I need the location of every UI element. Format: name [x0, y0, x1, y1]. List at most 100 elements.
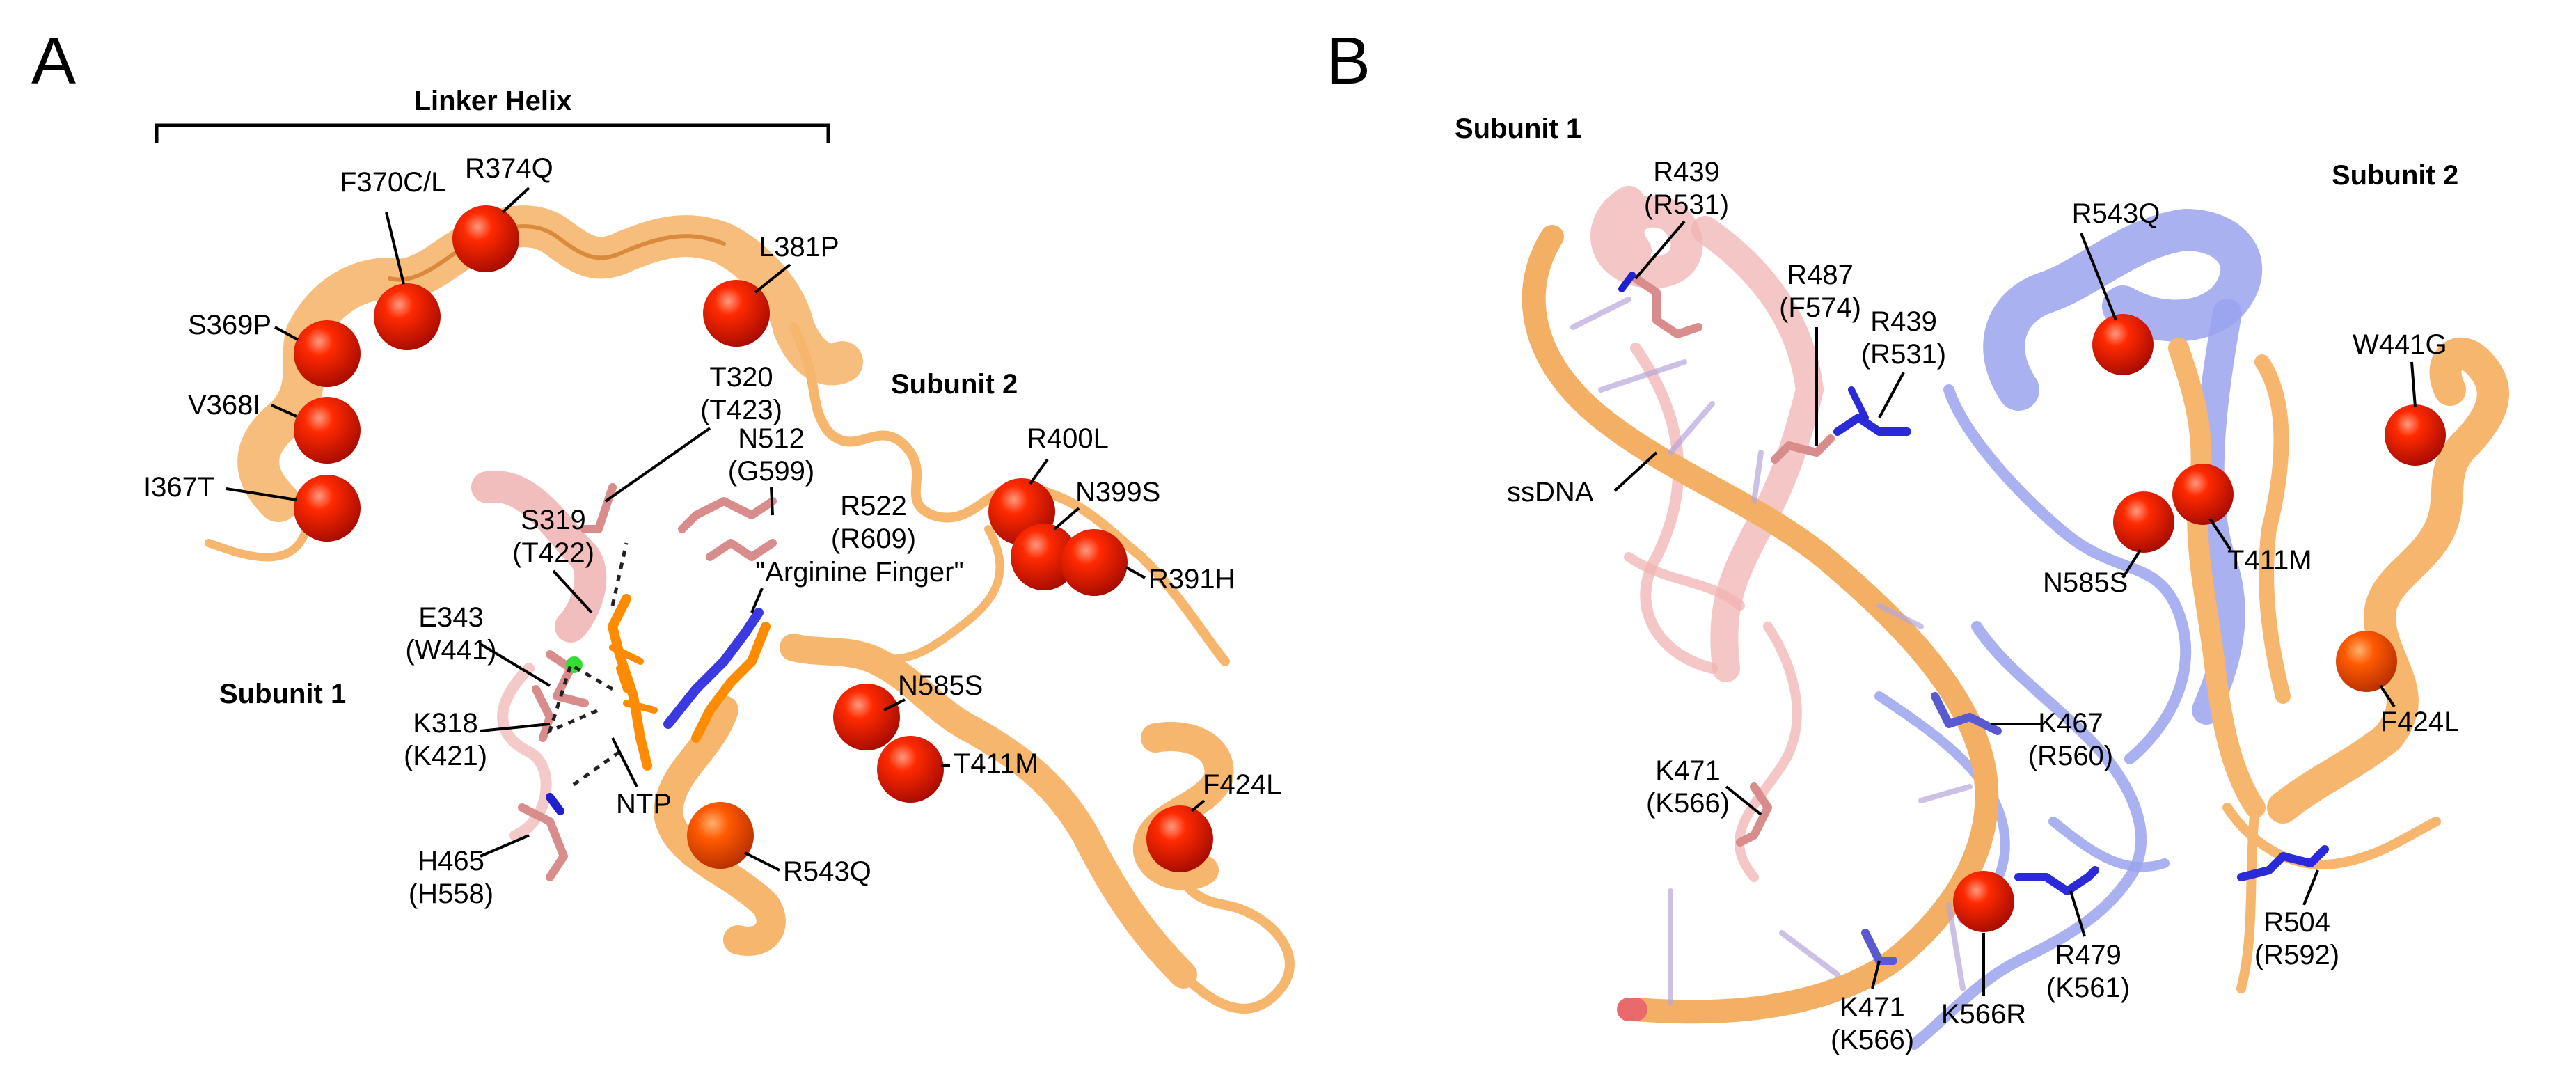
panel-a-letter: A — [31, 24, 76, 98]
subunit2-label-b: Subunit 2 — [2332, 160, 2458, 191]
label-l381: L381P — [759, 232, 839, 262]
mutation-sphere — [1061, 529, 1128, 596]
linker-helix-bracket — [155, 123, 830, 143]
label-t411-b: T411M — [2227, 545, 2312, 576]
label-r522: R522 — [840, 491, 907, 521]
label-r439-1: R439 — [1653, 157, 1720, 187]
leader-line — [1613, 451, 1658, 492]
label-r400: R400L — [1027, 423, 1109, 454]
label-r439-2-alt: (R531) — [1861, 339, 1946, 370]
leader-line — [1029, 458, 1049, 485]
hbonds-a3 — [569, 750, 621, 789]
leader-line — [226, 487, 297, 501]
label-k467: K467 — [2038, 708, 2103, 739]
label-i367: I367T — [143, 472, 214, 503]
label-r439-2: R439 — [1870, 306, 1937, 337]
label-r374: R374Q — [465, 153, 553, 184]
label-t411-a: T411M — [954, 748, 1038, 779]
leader-line — [2379, 684, 2396, 708]
label-s369: S369P — [188, 310, 271, 340]
leader-line — [1125, 566, 1146, 579]
label-t320: T320 — [709, 362, 773, 393]
leader-line — [479, 643, 551, 687]
subunit2-label-a: Subunit 2 — [891, 369, 1018, 400]
leader-line — [2410, 361, 2417, 408]
leader-line — [770, 487, 774, 516]
mutation-sphere — [703, 280, 770, 347]
spheres-a — [294, 205, 1213, 872]
label-k318-alt: (K421) — [404, 741, 487, 771]
active-site-sticks-a — [518, 483, 777, 881]
hbonds-a2 — [610, 542, 629, 606]
mutation-sphere — [833, 684, 900, 750]
label-r522-alt: (R609) — [831, 524, 916, 554]
labels-a: F370C/L R374Q S369P L381P V368I I367T T3… — [143, 153, 1281, 909]
label-r504-alt: (R592) — [2254, 940, 2339, 970]
panel-b-letter: B — [1326, 24, 1370, 98]
mutation-sphere — [2113, 491, 2174, 553]
leader-line — [2080, 233, 2117, 321]
mutation-sphere — [2092, 314, 2154, 375]
sticks-b — [1618, 272, 2329, 965]
label-h465: H465 — [418, 846, 484, 876]
leader-line — [1190, 799, 1206, 812]
label-s319-alt: (T422) — [512, 537, 594, 568]
label-k318: K318 — [413, 708, 477, 739]
mutation-sphere — [1953, 871, 2014, 932]
leader-line — [750, 588, 764, 613]
ssdna-label: ssDNA — [1507, 477, 1594, 507]
mutation-sphere — [1011, 524, 1077, 590]
label-r487: R487 — [1787, 260, 1854, 290]
label-r504: R504 — [2263, 907, 2330, 938]
label-h465-alt: (H558) — [409, 879, 493, 909]
subunit1-label-b: Subunit 1 — [1455, 113, 1581, 144]
label-w441: W441G — [2353, 329, 2447, 360]
leader-line — [480, 834, 530, 858]
mutation-sphere — [877, 736, 944, 803]
linker-helix-label: Linker Helix — [414, 86, 572, 116]
leader-line — [385, 212, 405, 285]
mutation-sphere — [374, 283, 441, 350]
label-v368: V368I — [188, 390, 261, 420]
mutation-sphere — [2172, 464, 2234, 525]
ntp-label: NTP — [616, 789, 672, 819]
subunit2-ribbon-orange-b — [2168, 337, 2509, 993]
label-f370: F370C/L — [340, 167, 446, 198]
leader-line — [501, 187, 530, 214]
leader-line — [2302, 869, 2319, 906]
leader-line — [552, 569, 593, 614]
leader-line — [604, 427, 711, 503]
leader-line — [883, 698, 906, 711]
label-k467-alt: (R560) — [2028, 741, 2113, 771]
label-s319: S319 — [521, 505, 585, 535]
label-n585-a: N585S — [898, 670, 983, 701]
leader-line — [611, 737, 638, 787]
label-f424-a: F424L — [1203, 769, 1281, 800]
label-n512: N512 — [738, 423, 805, 454]
label-r543-b: R543Q — [2072, 198, 2160, 229]
label-n585-b: N585S — [2043, 567, 2128, 598]
leader-line — [2208, 517, 2232, 551]
leader-line — [1053, 507, 1080, 530]
label-k471-1-alt: (K566) — [1646, 788, 1730, 819]
leader-line — [1878, 372, 1905, 418]
leader-line — [744, 851, 780, 872]
label-k566r: K566R — [1941, 999, 2026, 1030]
label-r439-1-alt: (R531) — [1644, 189, 1729, 220]
arginine-finger-label: "Arginine Finger" — [755, 557, 964, 588]
mutation-sphere — [1146, 805, 1213, 872]
label-r479-alt: (K561) — [2046, 973, 2130, 1003]
mutation-sphere — [294, 397, 361, 464]
label-t320-alt: (T423) — [700, 395, 782, 425]
leader-line — [1634, 220, 1686, 280]
mutation-sphere — [687, 802, 754, 869]
mutation-sphere — [294, 320, 361, 387]
label-r543-a: R543Q — [783, 856, 871, 887]
panel-a: A Linker Helix — [31, 24, 1295, 1014]
subunit1-label-a: Subunit 1 — [219, 679, 346, 709]
leader-line — [274, 326, 299, 341]
label-k471-2-alt: (K566) — [1831, 1025, 1914, 1055]
spheres-b — [1953, 314, 2446, 932]
label-n512-alt: (G599) — [728, 456, 815, 487]
